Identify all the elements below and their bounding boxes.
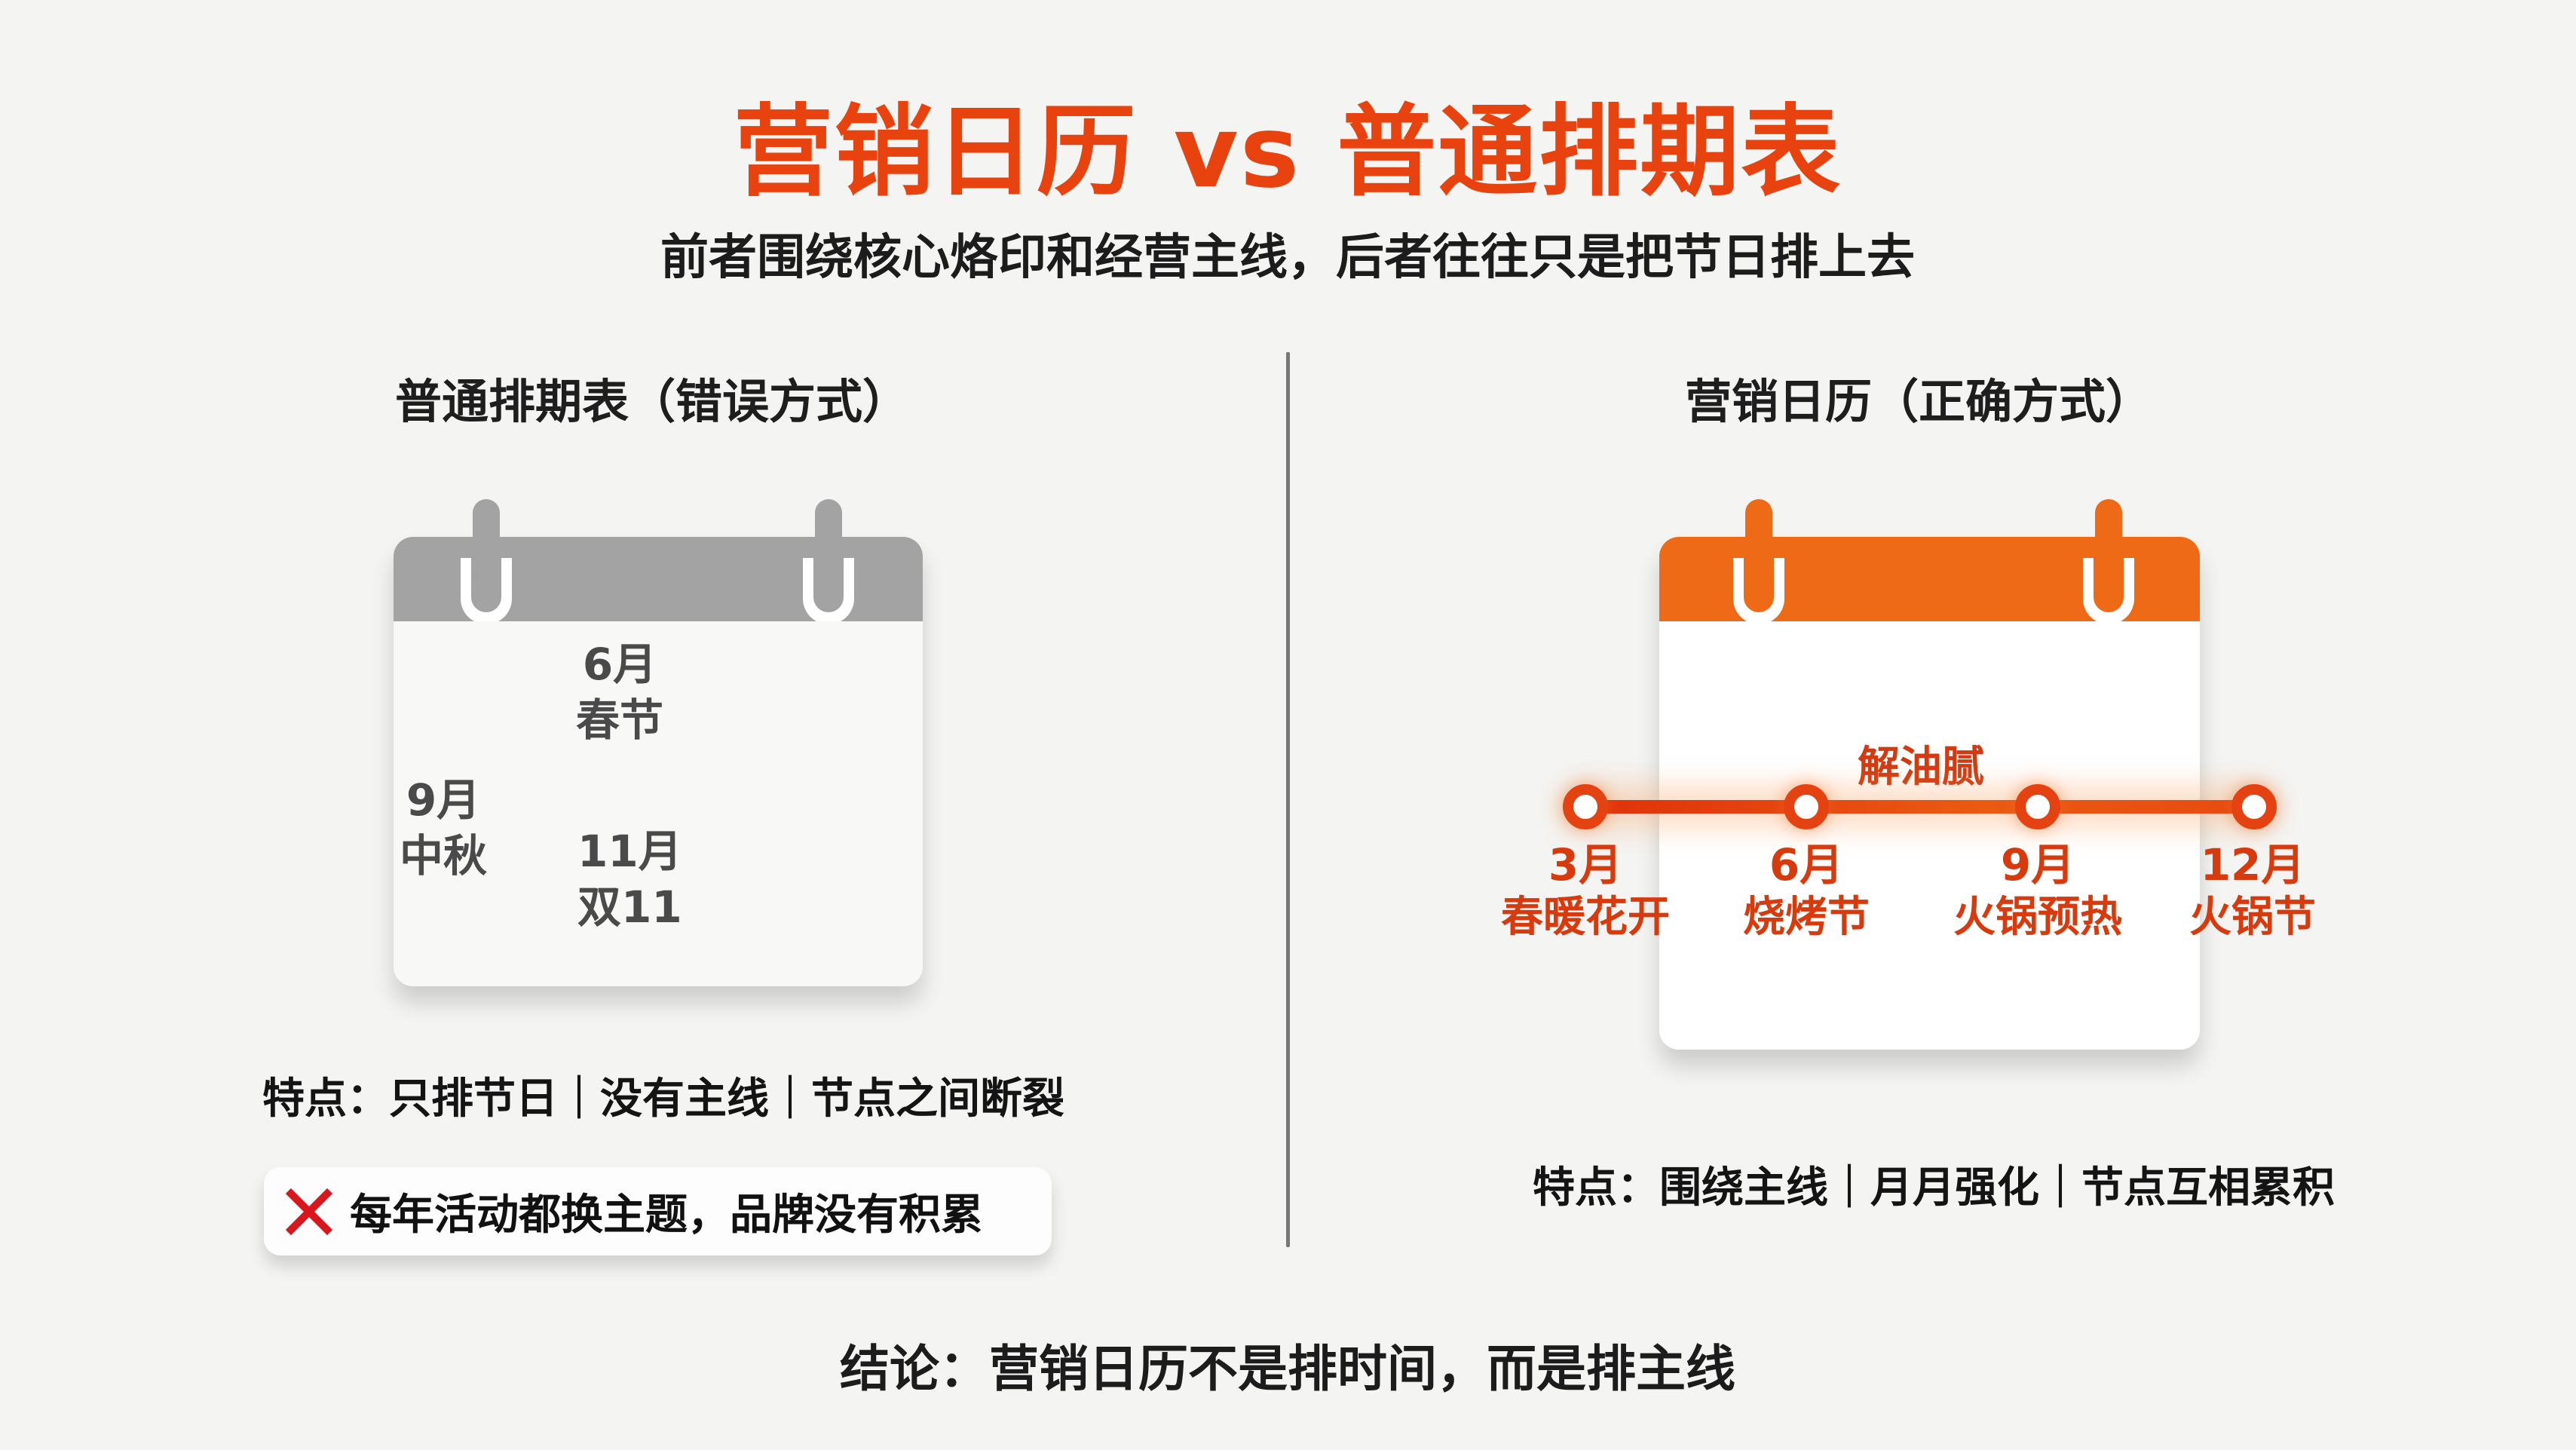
timeline-month: 9月 bbox=[2000, 839, 2075, 891]
calendar-header bbox=[1659, 499, 2200, 624]
warning-callout: 每年活动都换主题，品牌没有积累 bbox=[264, 1167, 1052, 1255]
timeline-label: 3月 春暖花开 bbox=[1501, 838, 1670, 944]
entry-event: 中秋 bbox=[400, 830, 488, 881]
calendar-icon-orange bbox=[1659, 499, 2200, 1050]
entry-month: 6月 bbox=[582, 639, 657, 690]
calendar-icon-gray: 6月 春节 9月 中秋 11月 双11 bbox=[394, 499, 923, 986]
right-features-text: 特点：围绕主线｜月月强化｜节点互相累积 bbox=[1533, 1163, 2335, 1212]
page-subtitle: 前者围绕核心烙印和经营主线，后者往往只是把节日排上去 bbox=[660, 230, 1915, 286]
timeline-label: 9月 火锅预热 bbox=[1953, 838, 2122, 944]
warning-text: 每年活动都换主题，品牌没有积累 bbox=[350, 1191, 983, 1240]
timeline-node bbox=[2015, 784, 2060, 829]
timeline-month: 3月 bbox=[1548, 839, 1623, 891]
timeline-node bbox=[2231, 784, 2277, 829]
calendar-header bbox=[394, 499, 923, 624]
entry-event: 双11 bbox=[577, 881, 682, 933]
x-mark-icon bbox=[285, 1188, 333, 1235]
calendar-entry: 11月 双11 bbox=[577, 823, 682, 935]
timeline-month: 12月 bbox=[2200, 839, 2305, 891]
calendar-peg bbox=[473, 499, 500, 584]
timeline-month: 6月 bbox=[1769, 839, 1844, 891]
right-panel-heading: 营销日历（正确方式） bbox=[1684, 374, 2153, 429]
timeline-event: 火锅预热 bbox=[1953, 893, 2122, 942]
page-title: 营销日历 vs 普通排期表 bbox=[733, 94, 1842, 210]
timeline-theme-label: 解油腻 bbox=[1858, 743, 1984, 792]
calendar-body: 6月 春节 9月 中秋 11月 双11 bbox=[394, 621, 923, 986]
left-panel-heading: 普通排期表（错误方式） bbox=[394, 374, 910, 429]
timeline-event: 火锅节 bbox=[2189, 893, 2316, 942]
timeline-node bbox=[1784, 784, 1829, 829]
calendar-body bbox=[1659, 621, 2200, 1050]
timeline-label: 12月 火锅节 bbox=[2189, 838, 2316, 944]
calendar-entry: 9月 中秋 bbox=[400, 772, 487, 884]
timeline-line bbox=[1585, 800, 2254, 814]
calendar-peg bbox=[2095, 499, 2122, 584]
timeline-event: 春暖花开 bbox=[1501, 893, 1670, 942]
entry-month: 11月 bbox=[577, 826, 682, 877]
panel-divider bbox=[1286, 352, 1290, 1247]
entry-event: 春节 bbox=[576, 694, 664, 746]
conclusion-text: 结论：营销日历不是排时间，而是排主线 bbox=[840, 1340, 1735, 1398]
timeline-event: 烧烤节 bbox=[1743, 893, 1870, 942]
calendar-peg bbox=[815, 499, 842, 584]
timeline-label: 6月 烧烤节 bbox=[1743, 838, 1870, 944]
calendar-peg bbox=[1745, 499, 1772, 584]
entry-month: 9月 bbox=[406, 774, 481, 826]
timeline-node bbox=[1563, 784, 1608, 829]
calendar-entry: 6月 春节 bbox=[576, 636, 663, 748]
left-features-text: 特点：只排节日｜没有主线｜节点之间断裂 bbox=[262, 1074, 1064, 1124]
